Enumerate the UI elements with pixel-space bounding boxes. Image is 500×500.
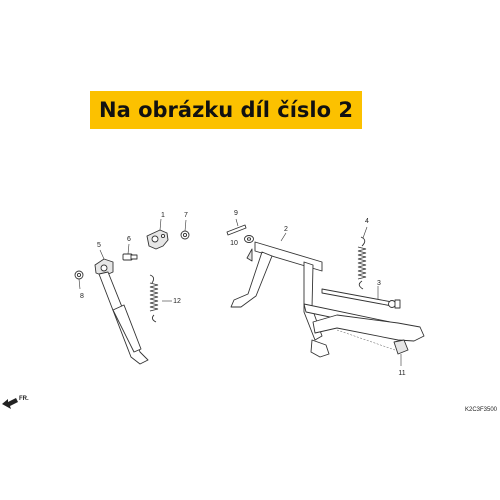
callout-1: 1 — [161, 212, 165, 219]
callout-4: 4 — [365, 218, 369, 225]
part-8-washer — [74, 270, 84, 290]
part-1-bracket — [146, 218, 169, 250]
part-2-main-stand — [230, 232, 425, 358]
part-number-banner: Na obrázku díl číslo 2 — [90, 91, 362, 129]
diagram-code: K2C3F3500 — [465, 407, 498, 413]
part-7-nut — [180, 219, 190, 240]
banner-text: Na obrázku díl číslo 2 — [99, 98, 353, 122]
callout-2: 2 — [284, 226, 288, 233]
part-6-bolt — [122, 243, 138, 261]
part-5-side-stand-pivot — [94, 249, 114, 277]
part-4-spring — [357, 226, 368, 290]
direction-label: FR. — [19, 396, 29, 402]
callout-12: 12 — [173, 298, 181, 305]
callout-5: 5 — [97, 242, 101, 249]
callout-8: 8 — [80, 293, 84, 300]
side-stand-leg — [98, 271, 149, 365]
part-12-spring — [149, 274, 172, 323]
part-3-shaft — [321, 286, 401, 309]
part-9-pin — [226, 218, 247, 236]
callout-10: 10 — [230, 240, 238, 247]
front-arrow-icon — [2, 398, 18, 409]
callout-9: 9 — [234, 210, 238, 217]
callout-11: 11 — [398, 370, 405, 377]
callout-3: 3 — [377, 280, 381, 287]
part-10-washer — [244, 235, 254, 243]
part-11-stopper — [336, 329, 409, 366]
callout-7: 7 — [184, 212, 188, 219]
callout-6: 6 — [127, 236, 131, 243]
